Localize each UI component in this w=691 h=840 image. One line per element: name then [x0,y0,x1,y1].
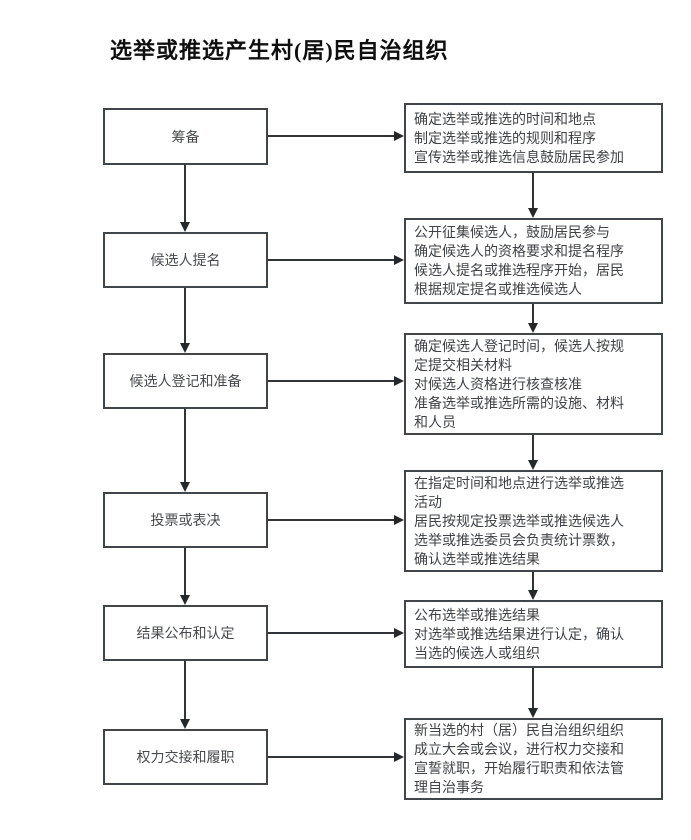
right-arrow-line-4 [268,519,394,521]
stage-box-handover: 权力交接和履职 [103,729,268,785]
right-arrow-head-icon [394,628,404,638]
detail-text-nomination: 公开征集候选人，鼓励居民参与 确定候选人的资格要求和提名程序 候选人提名或推选程… [414,224,624,297]
stage-label-voting: 投票或表决 [150,512,221,528]
detail-text-preparation: 确定选举或推选的时间和地点 制定选举或推选的规则和程序 宣传选举或推选信息鼓励居… [414,110,624,165]
down-arrow-line-right-2 [532,304,534,323]
right-arrow-line-5 [268,632,394,634]
detail-text-registration: 确定候选人登记时间，候选人按规 定提交相关材料 对候选人资格进行核查核准 准备选… [414,337,624,430]
detail-box-nomination: 公开征集候选人，鼓励居民参与 确定候选人的资格要求和提名程序 候选人提名或推选程… [404,218,663,304]
down-arrow-head-icon [180,595,190,605]
right-arrow-line-2 [268,259,394,261]
stage-box-preparation: 筹备 [103,108,268,165]
detail-text-handover: 新当选的村（居）民自治组织组织 成立大会或会议，进行权力交接和 宣誓就职，开始履… [414,722,624,795]
down-arrow-head-icon [528,590,538,600]
down-arrow-line-left-2 [184,288,186,343]
down-arrow-line-right-1 [532,173,534,208]
down-arrow-head-icon [528,323,538,333]
right-arrow-head-icon [394,515,404,525]
page-title: 选举或推选产生村(居)民自治组织 [110,38,449,63]
stage-label-preparation: 筹备 [171,128,200,145]
detail-box-handover: 新当选的村（居）民自治组织组织 成立大会或会议，进行权力交接和 宣誓就职，开始履… [404,718,663,800]
detail-box-voting: 在指定时间和地点进行选举或推选 活动 居民按规定投票选举或推选候选人 选举或推选… [404,470,663,572]
right-arrow-line-6 [268,756,394,758]
down-arrow-head-icon [528,708,538,718]
down-arrow-head-icon [180,343,190,353]
down-arrow-head-icon [180,222,190,232]
right-arrow-line-1 [268,135,394,137]
detail-box-preparation: 确定选举或推选的时间和地点 制定选举或推选的规则和程序 宣传选举或推选信息鼓励居… [404,103,663,173]
stage-label-results: 结果公布和认定 [136,625,235,641]
down-arrow-head-icon [180,719,190,729]
down-arrow-head-icon [528,208,538,218]
down-arrow-head-icon [180,482,190,492]
detail-text-voting: 在指定时间和地点进行选举或推选 活动 居民按规定投票选举或推选候选人 选举或推选… [414,474,624,567]
detail-box-registration: 确定候选人登记时间，候选人按规 定提交相关材料 对候选人资格进行核查核准 准备选… [404,333,663,435]
right-arrow-head-icon [394,131,404,141]
down-arrow-line-left-3 [184,409,186,482]
stage-box-results: 结果公布和认定 [103,605,268,661]
stage-box-nomination: 候选人提名 [103,232,268,288]
down-arrow-line-left-1 [184,165,186,222]
down-arrow-line-right-3 [532,435,534,460]
down-arrow-line-left-5 [184,661,186,719]
stage-label-nomination: 候选人提名 [150,252,221,268]
stage-label-registration: 候选人登记和准备 [129,373,242,389]
down-arrow-line-right-5 [532,668,534,708]
down-arrow-line-left-4 [184,548,186,595]
down-arrow-line-right-4 [532,572,534,590]
detail-box-results: 公布选举或推选结果 对选举或推选结果进行认定，确认 当选的候选人或组织 [404,600,663,668]
right-arrow-head-icon [394,752,404,762]
right-arrow-line-3 [268,380,394,382]
right-arrow-head-icon [394,255,404,265]
down-arrow-head-icon [528,460,538,470]
stage-box-registration: 候选人登记和准备 [103,353,268,409]
detail-text-results: 公布选举或推选结果 对选举或推选结果进行认定，确认 当选的候选人或组织 [414,606,624,661]
stage-label-handover: 权力交接和履职 [136,749,235,765]
right-arrow-head-icon [394,376,404,386]
stage-box-voting: 投票或表决 [103,492,268,548]
